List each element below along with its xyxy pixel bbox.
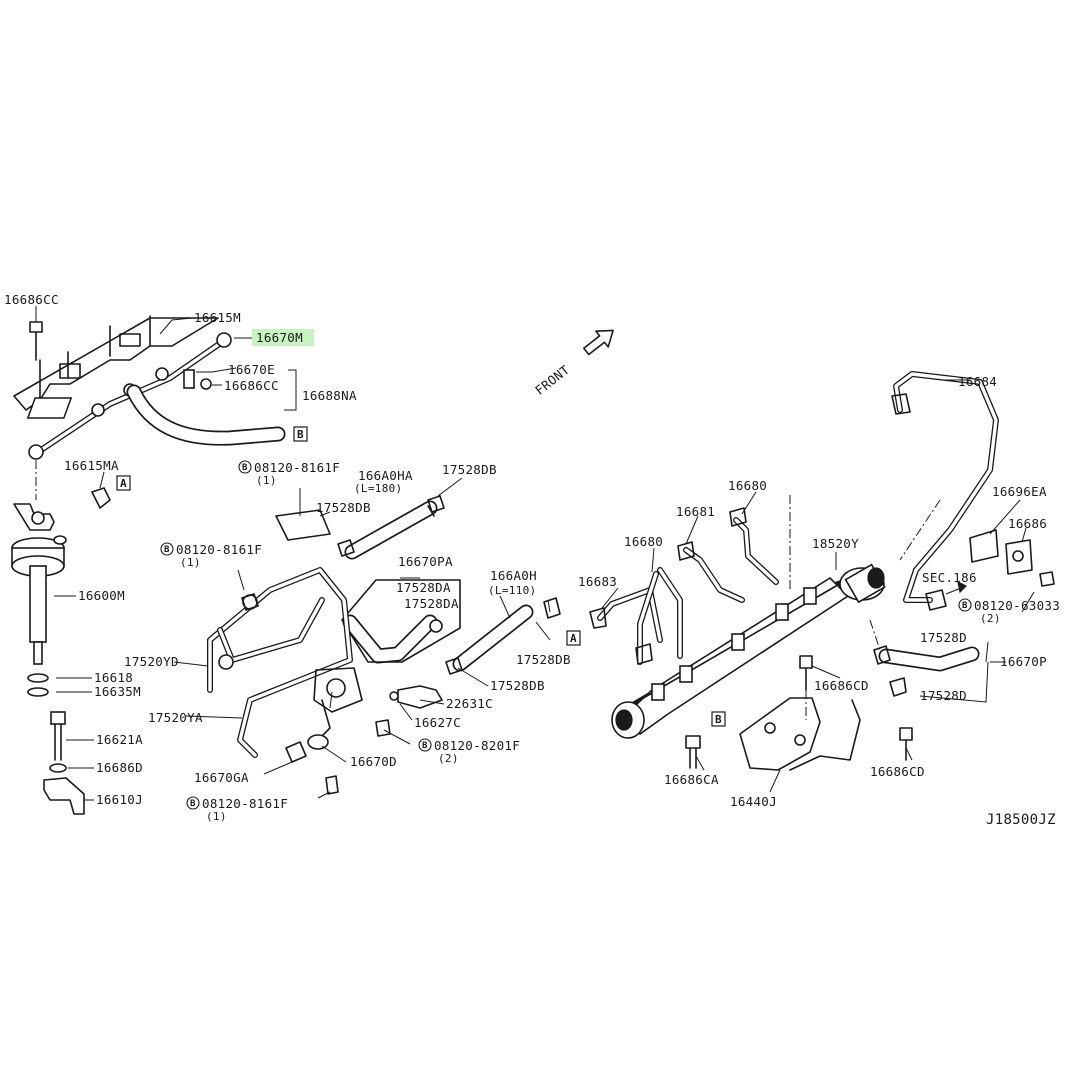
label-16670P: 16670P <box>1000 654 1047 669</box>
label-17520YD: 17520YD <box>124 654 179 669</box>
label-17528D-a: 17528D <box>920 630 967 645</box>
label-16615M: 16615M <box>194 310 241 325</box>
ref-tag-b-harness: B <box>293 426 308 442</box>
label-bolt-top-qty: (1) <box>256 474 277 487</box>
svg-text:B: B <box>962 601 968 611</box>
label-16686CC-top: 16686CC <box>4 292 59 307</box>
label-16681: 16681 <box>676 504 715 519</box>
label-16680-a: 16680 <box>728 478 767 493</box>
ref-tag-a-left: A <box>116 475 131 491</box>
part-labels: 16686CC 16615M 16670M 16670E 16686CC 166… <box>4 292 1060 828</box>
label-bolt-left-qty: (1) <box>180 556 201 569</box>
label-16686CC-mid: 16686CC <box>224 378 279 393</box>
label-16610J: 16610J <box>96 792 143 807</box>
label-bolt-bottom: 08120-8161F <box>202 796 288 811</box>
label-16618: 16618 <box>94 670 133 685</box>
svg-text:B: B <box>164 545 170 555</box>
fuel-injector <box>11 487 111 815</box>
svg-text:B: B <box>190 799 196 809</box>
ref-tag-b-right: B <box>711 711 726 727</box>
label-17528DB-c: 17528DB <box>516 652 571 667</box>
label-16696EA: 16696EA <box>992 484 1047 499</box>
label-17528DA-b: 17528DA <box>404 596 459 611</box>
label-bolt-left: 08120-8161F <box>176 542 262 557</box>
svg-text:B: B <box>715 713 722 726</box>
label-166A0H-len: (L=110) <box>488 584 536 597</box>
label-17520YA: 17520YA <box>148 710 203 725</box>
label-16670M: 16670M <box>256 330 303 345</box>
bolt-marker-mid: B <box>418 738 432 752</box>
label-16686CA: 16686CA <box>664 772 719 787</box>
label-16670GA: 16670GA <box>194 770 249 785</box>
label-bolt-right: 08120-63033 <box>974 598 1060 613</box>
label-16686CD-b: 16686CD <box>870 764 925 779</box>
label-bolt-mid: 08120-8201F <box>434 738 520 753</box>
label-bolt-bottom-qty: (1) <box>206 810 227 823</box>
label-16686D: 16686D <box>96 760 143 775</box>
label-17528D-b: 17528D <box>920 688 967 703</box>
svg-text:B: B <box>422 741 428 751</box>
label-16684: 16684 <box>958 374 997 389</box>
label-16686CD-a: 16686CD <box>814 678 869 693</box>
bolt-marker-top: B <box>238 460 252 474</box>
leader-lines <box>35 306 1035 801</box>
label-16670E: 16670E <box>228 362 275 377</box>
highlight-16670M <box>252 329 314 346</box>
injector-harness-group <box>13 308 286 500</box>
bolt-marker-left: B <box>160 542 174 556</box>
label-166A0HA: 166A0HA <box>358 468 413 483</box>
front-label: FRONT <box>532 362 572 398</box>
label-bolt-right-qty: (2) <box>980 612 1001 625</box>
label-16627C: 16627C <box>414 715 461 730</box>
label-18520Y: 18520Y <box>812 536 859 551</box>
label-16635M: 16635M <box>94 684 141 699</box>
bolt-marker-bottom: B <box>186 796 200 810</box>
label-16688NA: 16688NA <box>302 388 357 403</box>
label-17528DB-b: 17528DB <box>316 500 371 515</box>
label-16440J: 16440J <box>730 794 777 809</box>
svg-text:A: A <box>120 477 127 490</box>
label-16670D: 16670D <box>350 754 397 769</box>
label-16600M: 16600M <box>78 588 125 603</box>
svg-text:B: B <box>297 428 304 441</box>
svg-text:A: A <box>570 632 577 645</box>
bolt-marker-right: B <box>958 598 972 612</box>
return-piping-group <box>207 495 561 795</box>
front-indicator: FRONT <box>532 329 614 398</box>
ref-tag-a-right: A <box>566 630 581 646</box>
label-17528DB-a: 17528DB <box>442 462 497 477</box>
label-166A0HA-len: (L=180) <box>354 482 402 495</box>
fuel-rail-group <box>589 371 1055 771</box>
label-17528DB-d: 17528DB <box>490 678 545 693</box>
label-17528DA-a: 17528DA <box>396 580 451 595</box>
diagram-code: J18500JZ <box>986 812 1056 828</box>
label-16683: 16683 <box>578 574 617 589</box>
svg-text:B: B <box>242 463 248 473</box>
label-16680-b: 16680 <box>624 534 663 549</box>
label-bolt-mid-qty: (2) <box>438 752 459 765</box>
label-sec186: SEC.186 <box>922 570 977 585</box>
label-bolt-top: 08120-8161F <box>254 460 340 475</box>
label-166A0H: 166A0H <box>490 568 537 583</box>
label-22631C: 22631C <box>446 696 493 711</box>
label-16686: 16686 <box>1008 516 1047 531</box>
label-16670PA: 16670PA <box>398 554 453 569</box>
label-16615MA: 16615MA <box>64 458 119 473</box>
label-16621A: 16621A <box>96 732 143 747</box>
